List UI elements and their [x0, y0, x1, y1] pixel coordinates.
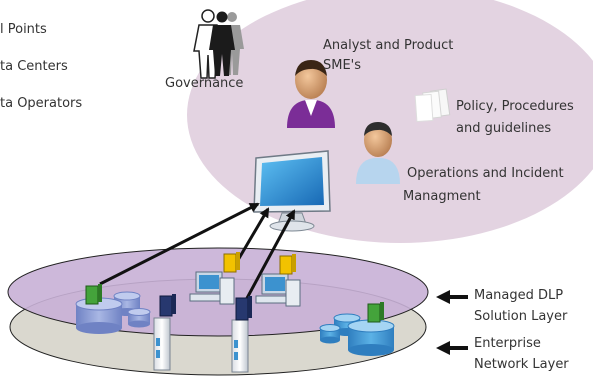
left-list-item-1: l Points: [0, 22, 47, 37]
enterprise-layer-label-line2: Network Layer: [474, 357, 569, 372]
analyst-person-icon: [287, 60, 335, 128]
managed-layer-label-line1: Managed DLP: [474, 288, 564, 303]
layer-pointer-arrows: [436, 290, 468, 355]
analyst-label-line2: SME's: [323, 58, 362, 73]
flow-arrows: [99, 202, 296, 301]
left-list-item-2: ta Centers: [0, 59, 68, 74]
governance-label: Governance: [165, 76, 244, 91]
enterprise-layer-label-line1: Enterprise: [474, 336, 541, 351]
documents-icon: [414, 88, 451, 123]
operations-label-line1: Operations and Incident: [407, 166, 564, 181]
people-silhouette-icon: [193, 9, 244, 79]
policy-label-line2: and guidelines: [456, 121, 552, 136]
desktop-pc-icon: [189, 271, 301, 307]
operator-person-icon: [356, 122, 400, 184]
agent-flag-icon: [85, 252, 384, 323]
database-icon: [319, 313, 395, 356]
analyst-label-line1: Analyst and Product: [323, 38, 454, 53]
operations-label-line2: Managment: [403, 189, 481, 204]
monitor-icon: [253, 150, 331, 232]
left-list-item-3: ta Operators: [0, 96, 83, 111]
policy-label-line1: Policy, Procedures: [456, 99, 574, 114]
managed-layer-label-line2: Solution Layer: [474, 309, 568, 324]
server-tower-icon: [153, 317, 249, 373]
